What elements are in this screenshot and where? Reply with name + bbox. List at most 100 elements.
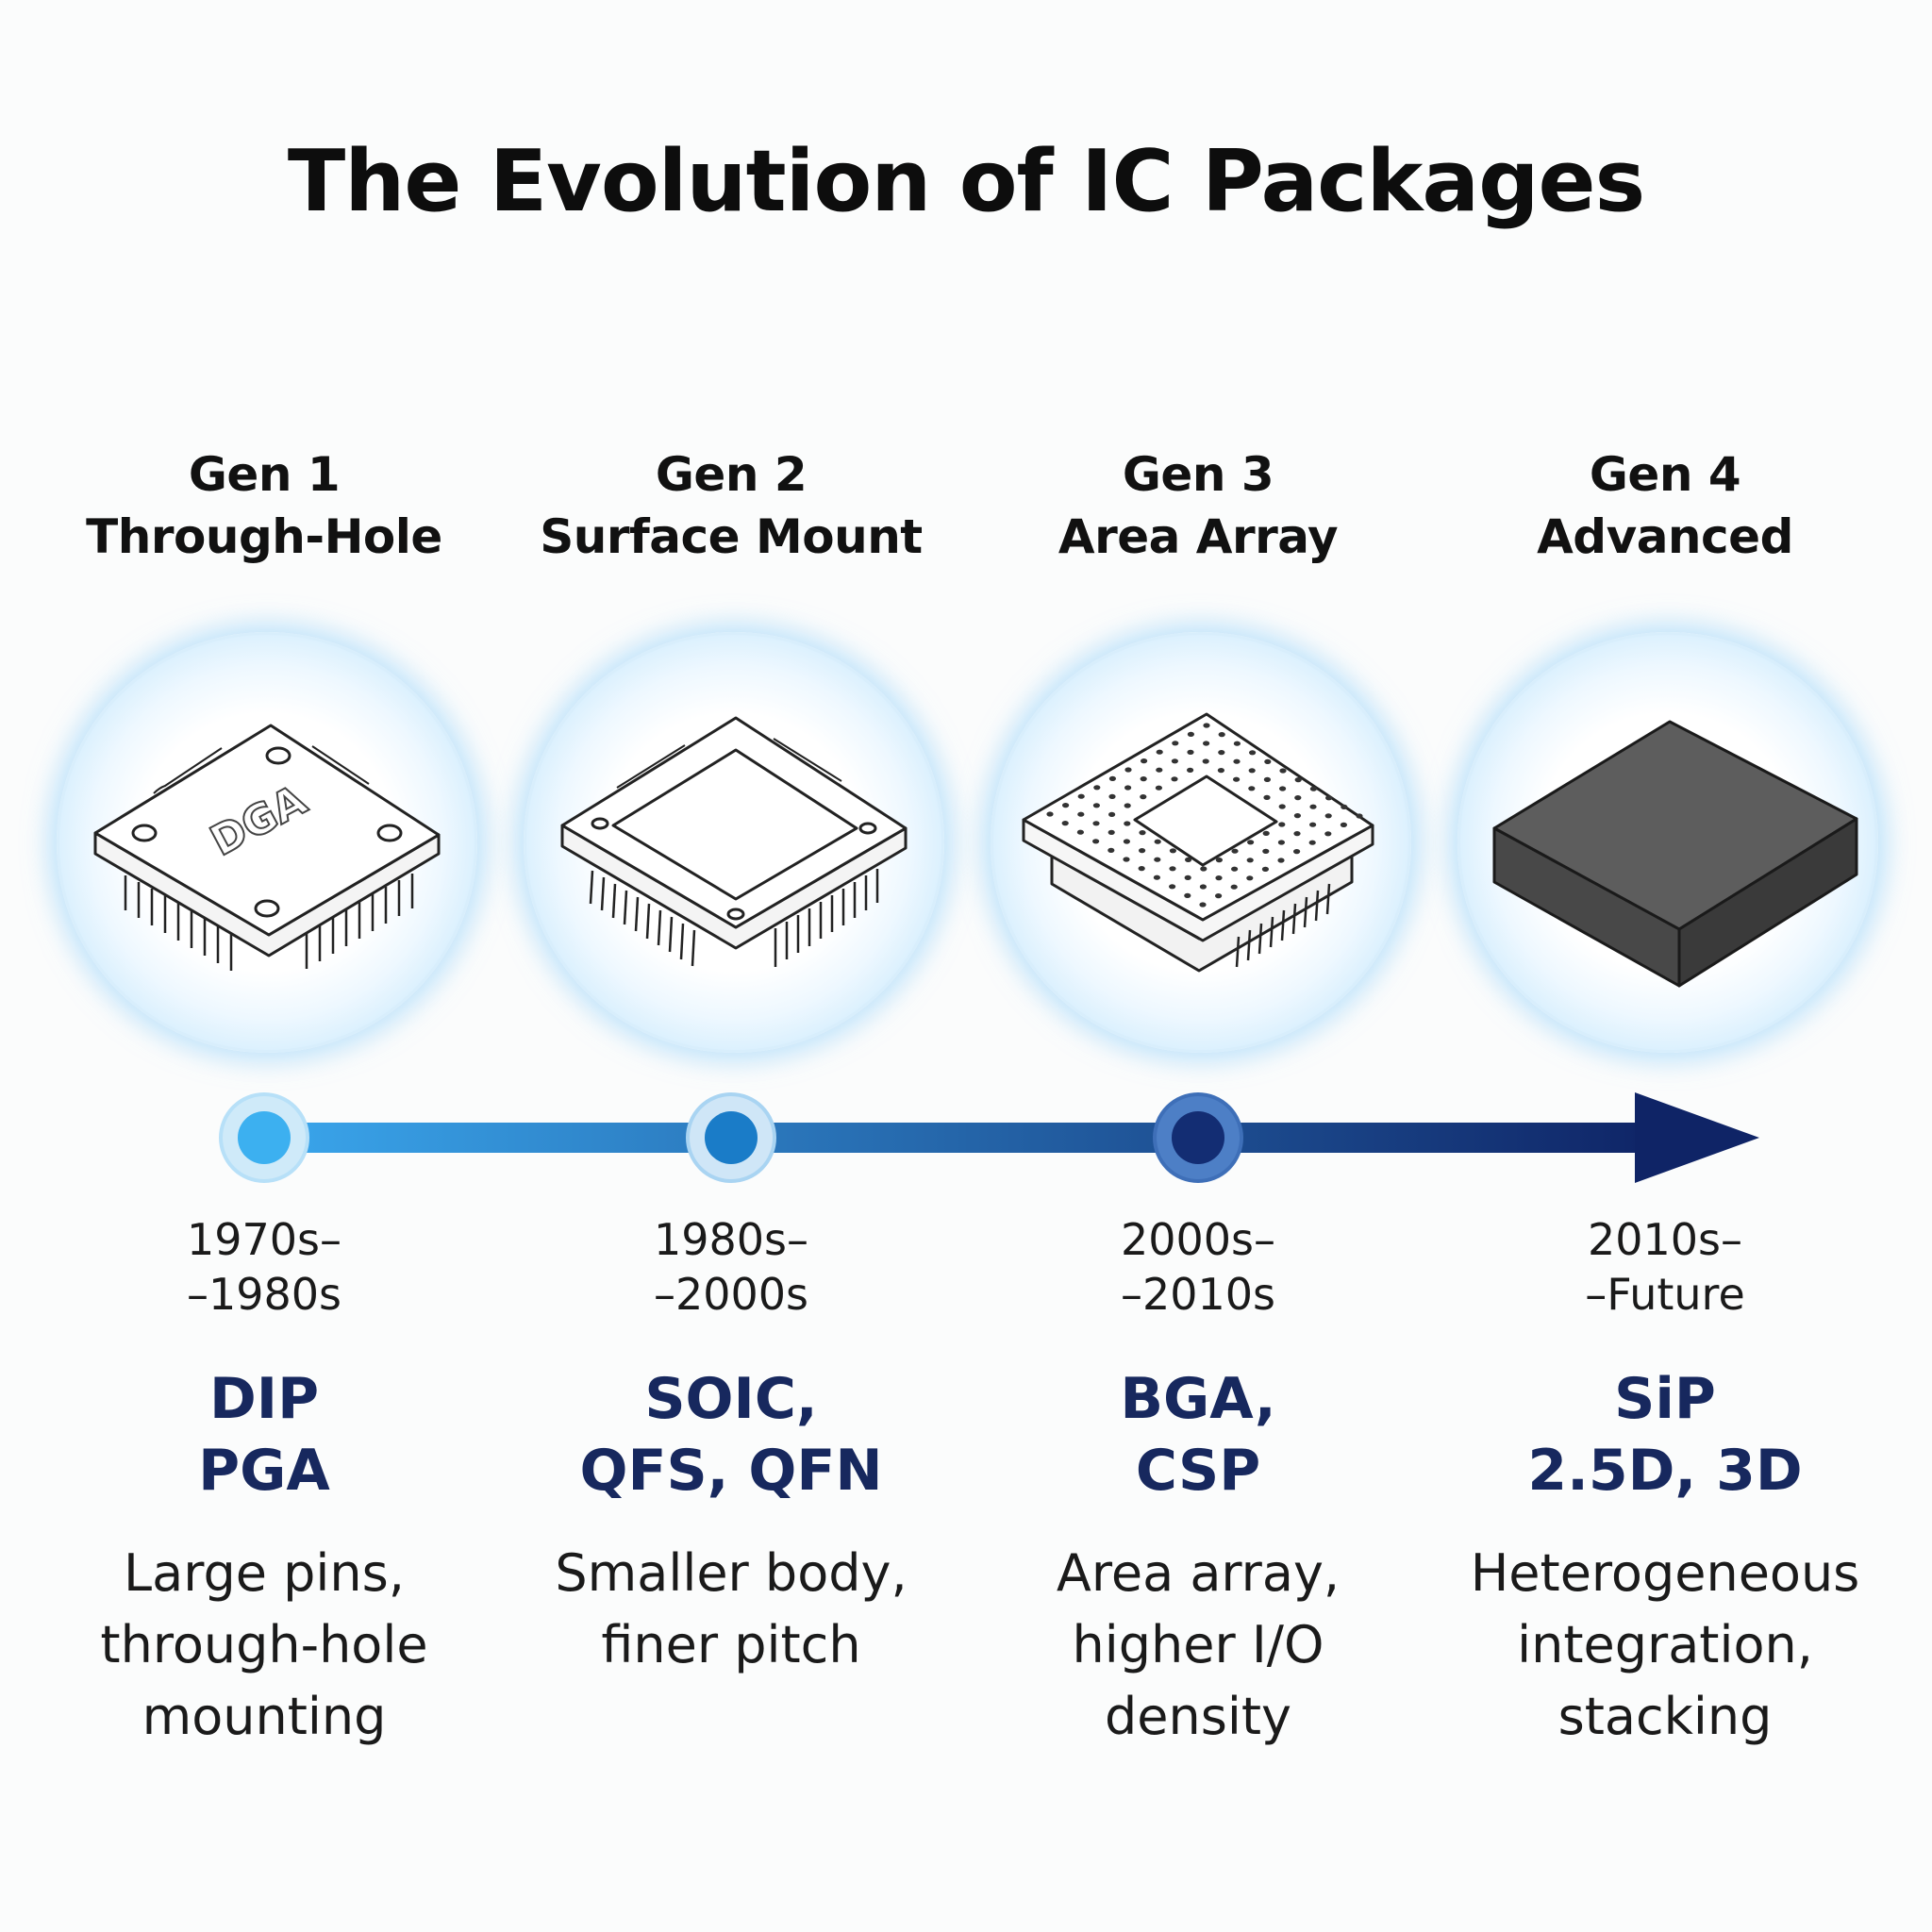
gen-4-desc-line-2: integration, (1517, 1615, 1813, 1674)
gen-2-years-end: –2000s (653, 1269, 809, 1320)
bga-ball (1247, 840, 1255, 845)
timeline-dot-2 (686, 1092, 776, 1183)
bga-ball (1108, 793, 1116, 799)
bga-ball (1108, 811, 1116, 817)
bga-ball (1341, 804, 1348, 809)
bga-ball (1324, 813, 1332, 819)
bga-ball (1093, 785, 1101, 791)
gen-4-type-a: SiP (1614, 1366, 1716, 1432)
bga-ball (1264, 758, 1272, 764)
bga-ball (1171, 776, 1178, 782)
gen-4-desc-line-1: Heterogeneous (1470, 1543, 1860, 1603)
bga-ball (1154, 839, 1161, 844)
timeline-dot-3 (1153, 1092, 1243, 1183)
bga-ball (1139, 830, 1146, 836)
gen-4-name: Advanced (1537, 509, 1793, 564)
bga-ball (1294, 777, 1302, 783)
bga-ball (1153, 874, 1160, 880)
bga-ball (1215, 858, 1223, 863)
bga-ball (1199, 884, 1207, 890)
gen-1-type-a: DIP (208, 1366, 320, 1432)
bga-ball (1169, 848, 1176, 854)
bga-ball (1046, 811, 1054, 817)
gen-1-years-start: 1970s– (186, 1214, 342, 1265)
gen-2-type-a: SOIC, (644, 1366, 818, 1432)
bga-ball (1277, 840, 1285, 845)
bga-ball (1248, 786, 1256, 791)
bga-ball (1141, 758, 1148, 764)
bga-ball (1202, 758, 1209, 764)
bga-ball (1092, 803, 1100, 808)
bga-ball (1076, 829, 1084, 835)
gen-2-years-start: 1980s– (653, 1214, 809, 1265)
bga-ball (1140, 794, 1147, 800)
bga-ball (1171, 758, 1178, 764)
bga-ball (1218, 750, 1225, 756)
gen-1-years: 1970s– –1980s (38, 1212, 491, 1322)
bga-ball (1293, 813, 1301, 819)
bga-ball (1246, 875, 1254, 881)
bga-ball (1156, 767, 1163, 773)
bga-ball (1249, 750, 1257, 756)
timeline-arrowhead (1635, 1092, 1759, 1183)
gen-1-desc-line-1: Large pins, (124, 1543, 405, 1603)
gen-4-type-b: 2.5D, 3D (1527, 1438, 1803, 1504)
gen-4-header: Gen 4 Advanced (1439, 443, 1891, 568)
bga-ball (1169, 884, 1176, 890)
bga-ball (1077, 793, 1085, 799)
gen-3-types: BGA, CSP (972, 1363, 1424, 1507)
dip-chip-icon: DGA (93, 724, 441, 971)
gen-1-types: DIP PGA (38, 1363, 491, 1507)
gen-2-header: Gen 2 Surface Mount (505, 443, 958, 568)
bga-ball (1185, 857, 1192, 862)
bga-ball (1279, 786, 1287, 791)
bga-ball (1123, 839, 1130, 844)
gen-3-years-start: 2000s– (1120, 1214, 1276, 1265)
gen-3-years-end: –2010s (1120, 1269, 1276, 1320)
bga-ball (1124, 803, 1131, 808)
bga-ball (1309, 786, 1317, 791)
bga-ball (1138, 866, 1145, 872)
gen-2-name: Surface Mount (540, 509, 923, 564)
bga-ball (1262, 830, 1270, 836)
bga-ball (1062, 803, 1070, 808)
bga-ball (1092, 821, 1100, 826)
bga-ball (1139, 848, 1146, 854)
bga-ball (1172, 741, 1179, 746)
gen-4-description: Heterogeneous integration, stacking (1439, 1538, 1891, 1753)
bga-ball (1203, 723, 1210, 728)
bga-ball (1263, 776, 1271, 782)
bga-ball (1309, 804, 1317, 809)
gen-1-years-end: –1980s (186, 1269, 342, 1320)
bga-ball (1155, 785, 1162, 791)
bga-chip-icon (1022, 712, 1374, 973)
bga-ball (1340, 822, 1347, 827)
bga-ball (1231, 848, 1239, 854)
gen-4-number: Gen 4 (1589, 447, 1741, 502)
gen-4-illustration (1457, 632, 1878, 1053)
gen-3-number: Gen 3 (1122, 447, 1274, 502)
bga-ball (1233, 776, 1241, 782)
bga-ball (1324, 831, 1332, 837)
gen-2-number: Gen 2 (655, 447, 808, 502)
timeline-dot-1 (219, 1092, 309, 1183)
bga-ball (1140, 776, 1147, 782)
bga-ball (1184, 874, 1191, 880)
gen-1-name: Through-Hole (86, 509, 442, 564)
bga-ball (1233, 741, 1241, 746)
bga-ball (1108, 829, 1115, 835)
gen-2-description: Smaller body, finer pitch (505, 1538, 958, 1681)
bga-ball (1077, 811, 1085, 817)
bga-ball (1356, 813, 1363, 819)
bga-ball (1277, 858, 1285, 863)
bga-ball (1279, 768, 1287, 774)
gen-2-desc-line-2: finer pitch (601, 1615, 861, 1674)
bga-ball (1263, 794, 1271, 800)
bga-ball (1199, 902, 1207, 908)
gen-3-type-b: CSP (1135, 1438, 1261, 1504)
bga-ball (1233, 758, 1241, 764)
bga-ball (1187, 749, 1194, 755)
bga-ball (1124, 821, 1131, 826)
gen-1-number: Gen 1 (188, 447, 341, 502)
bga-ball (1309, 822, 1317, 827)
